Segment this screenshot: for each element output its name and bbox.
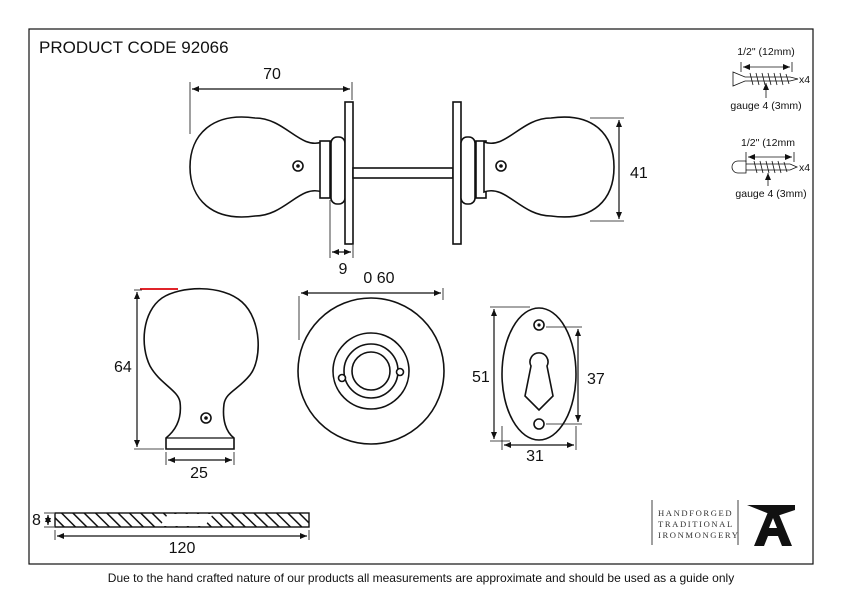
dim-31-label: 31 bbox=[526, 448, 544, 465]
brand-line-3: IRONMONGERY bbox=[658, 530, 740, 540]
drawing-border bbox=[28, 28, 814, 565]
knob-pair-side-view bbox=[189, 101, 615, 245]
dim-51-label: 51 bbox=[472, 369, 490, 386]
dim-8-label: 8 bbox=[32, 512, 41, 529]
screw-1-length: 1/2" (12mm) bbox=[737, 46, 794, 58]
spindle-bar bbox=[54, 512, 310, 528]
dim-rose-diameter-label: 0 60 bbox=[363, 270, 394, 287]
dim-25-label: 25 bbox=[190, 465, 208, 482]
screw-roundhead: 1/2" (12mm x4 gauge 4 (3mm) bbox=[731, 137, 810, 200]
screw-countersunk: 1/2" (12mm) x4 gauge 4 (3mm) bbox=[730, 46, 810, 112]
dim-37-label: 37 bbox=[587, 371, 605, 388]
screw-2-qty: x4 bbox=[799, 162, 810, 174]
dim-9-label: 9 bbox=[339, 261, 348, 278]
dim-70-label: 70 bbox=[263, 66, 281, 83]
screw-1-qty: x4 bbox=[799, 74, 810, 86]
product-code: PRODUCT CODE 92066 bbox=[39, 38, 229, 57]
dim-64-label: 64 bbox=[114, 359, 132, 376]
brand-line-1: HANDFORGED bbox=[658, 508, 733, 518]
rose-front-view bbox=[297, 297, 445, 445]
screw-1-gauge: gauge 4 (3mm) bbox=[730, 100, 801, 112]
brand-block: HANDFORGED TRADITIONAL IRONMONGERY bbox=[651, 500, 795, 546]
escutcheon bbox=[501, 307, 577, 441]
dim-41-label: 41 bbox=[630, 165, 648, 182]
screw-2-gauge: gauge 4 (3mm) bbox=[735, 188, 806, 200]
dim-120-label: 120 bbox=[169, 540, 196, 557]
screw-2-length: 1/2" (12mm bbox=[741, 137, 795, 149]
anvil-logo-icon bbox=[747, 505, 795, 546]
brand-line-2: TRADITIONAL bbox=[658, 519, 734, 529]
disclaimer-text: Due to the hand crafted nature of our pr… bbox=[107, 571, 735, 585]
knob-profile bbox=[143, 287, 259, 450]
